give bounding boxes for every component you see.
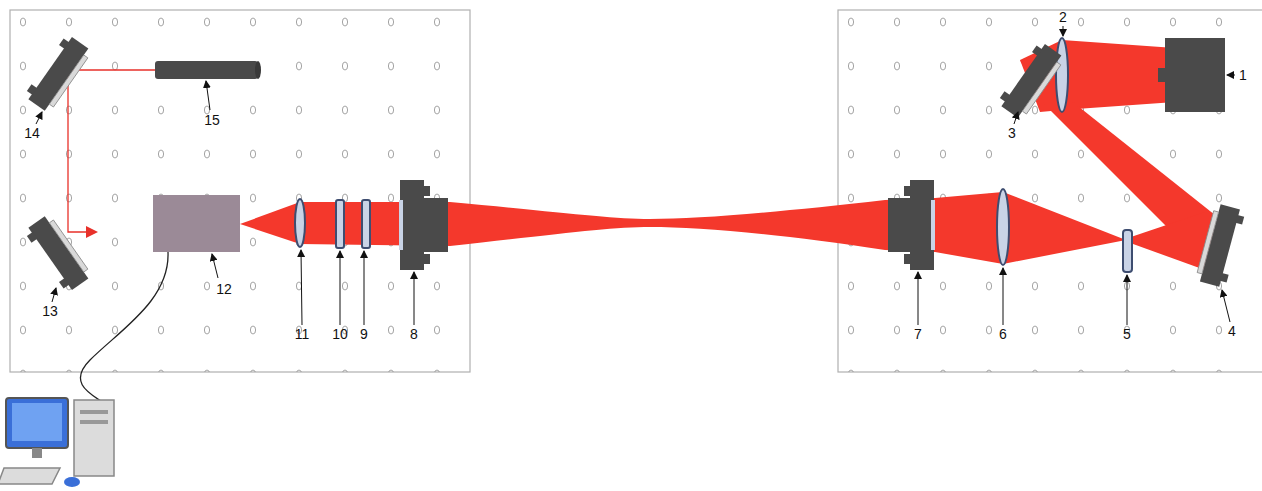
alignment-beam xyxy=(68,70,155,232)
objective xyxy=(888,180,935,270)
callout-number: 14 xyxy=(24,126,40,140)
callout-number: 7 xyxy=(914,327,922,341)
data-cable xyxy=(80,252,168,410)
right-breadboard xyxy=(838,10,1262,372)
callout-number: 3 xyxy=(1008,126,1016,140)
laser-source xyxy=(1165,38,1225,112)
mirror-mount xyxy=(1195,203,1246,288)
lens xyxy=(997,189,1009,265)
lens xyxy=(1123,230,1132,272)
lens xyxy=(1056,38,1068,112)
alignment-laser xyxy=(155,61,258,79)
filter xyxy=(336,200,344,248)
callout-number: 10 xyxy=(332,327,348,341)
computer-icon xyxy=(0,398,114,487)
callout-number: 4 xyxy=(1228,324,1236,338)
callout-number: 12 xyxy=(216,282,232,296)
leader-lines xyxy=(36,26,1235,325)
mirror-mount xyxy=(996,41,1065,121)
mirror-mount xyxy=(23,213,92,293)
callout-number: 15 xyxy=(204,113,220,127)
callout-number: 6 xyxy=(999,327,1007,341)
objective xyxy=(399,180,448,270)
left-breadboard xyxy=(10,10,470,372)
callout-number: 13 xyxy=(42,304,58,318)
callout-number: 5 xyxy=(1123,327,1131,341)
filter xyxy=(362,200,370,248)
callout-number: 8 xyxy=(410,327,418,341)
callout-number: 11 xyxy=(295,327,310,341)
callout-number: 9 xyxy=(360,327,368,341)
lens xyxy=(295,199,305,247)
callout-number: 2 xyxy=(1059,10,1067,24)
camera xyxy=(153,195,240,252)
mirror-mount xyxy=(23,34,92,114)
callout-number: 1 xyxy=(1239,68,1247,82)
